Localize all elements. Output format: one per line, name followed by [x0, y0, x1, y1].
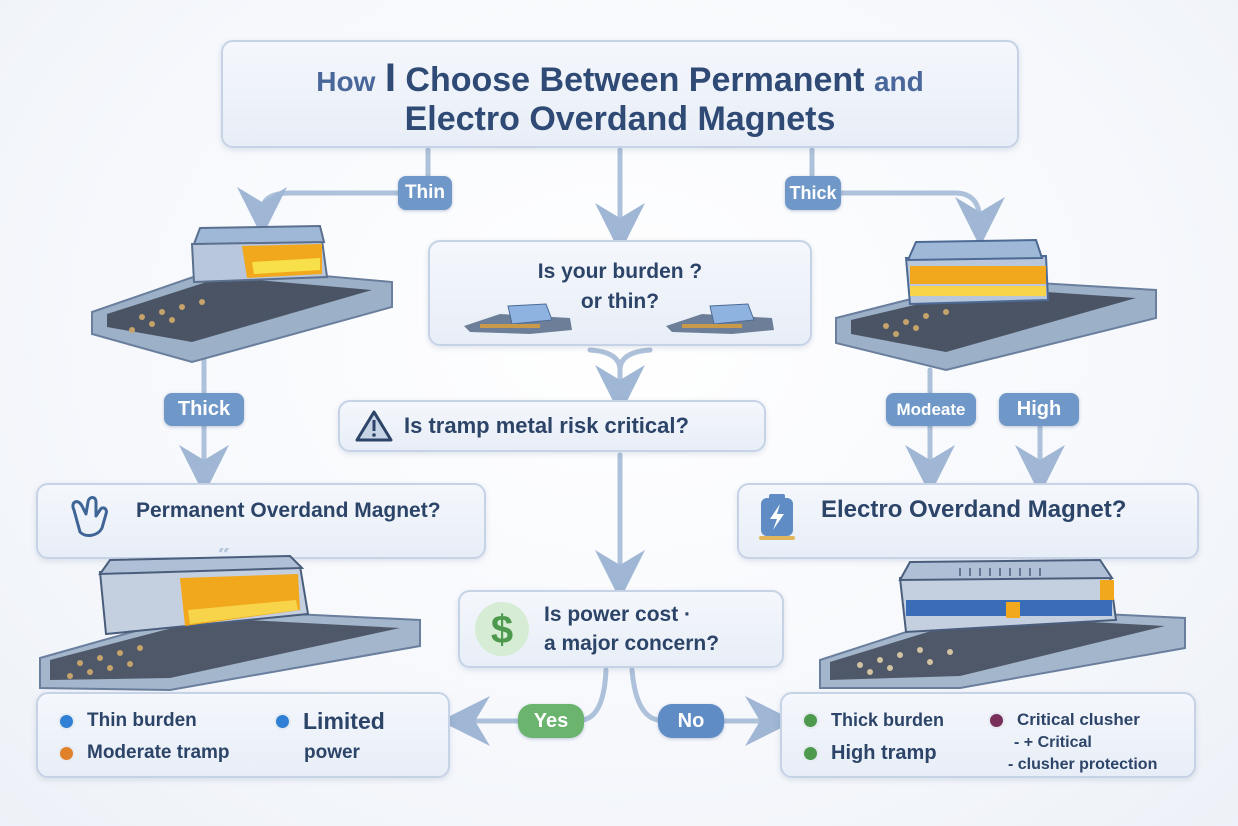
- branch-thin-pill: Thin: [398, 176, 452, 210]
- result-item-text: power: [304, 742, 360, 763]
- outcome-electro-box: Electro Overdand Magnet?: [737, 483, 1199, 559]
- outcome-permanent-label: Permanent Overdand Magnet?: [136, 499, 441, 522]
- bullet-dot-icon: [274, 713, 291, 730]
- result-item: Critical clusher: [988, 710, 1140, 730]
- result-item: High tramp: [802, 742, 937, 765]
- result-item-text: Moderate tramp: [87, 742, 230, 763]
- electro-magnet-illustration-bottom: [819, 558, 1186, 689]
- question-power-box: $ Is power cost · a major concern?: [458, 590, 784, 668]
- permanent-magnet-illustration-bottom: [39, 548, 421, 692]
- question-burden-line-2: or thin?: [580, 290, 660, 313]
- question-burden-box: Is your burden ? or thin?: [428, 240, 812, 346]
- result-item-text: High tramp: [831, 742, 937, 764]
- title-numeral: I: [384, 56, 396, 100]
- branch-moderate-pill: Modeate: [886, 393, 976, 426]
- question-power-line-2: a major concern?: [544, 632, 720, 655]
- result-item-text: Thin burden: [87, 710, 197, 731]
- warning-triangle-icon: [355, 410, 393, 442]
- bullet-dot-icon: [58, 744, 75, 762]
- branch-thick-left-pill: Thick: [164, 393, 244, 426]
- question-burden-line-1: Is your burden ?: [537, 260, 703, 283]
- question-tramp-box: Is tramp metal risk critical?: [338, 400, 766, 452]
- title-prefix: How: [316, 66, 376, 97]
- result-item-text: - + Critical: [1014, 734, 1092, 751]
- result-item-text: - clusher protection: [1008, 756, 1158, 773]
- branch-thick-top-pill: Thick: [785, 176, 841, 210]
- bullet-dot-icon: [988, 711, 1005, 729]
- result-item: Limited: [274, 708, 385, 735]
- result-item-text: Critical clusher: [1017, 710, 1140, 729]
- mini-conveyor-icon: [666, 303, 774, 334]
- bullet-dot-icon: [802, 745, 819, 762]
- title-box: How I Choose Between Permanent and Elect…: [221, 40, 1019, 148]
- result-item: - clusher protection: [1008, 756, 1157, 774]
- result-item: power: [304, 742, 360, 764]
- answer-no-pill: No: [658, 704, 724, 738]
- result-permanent-box: Thin burden Moderate tramp Limited power: [36, 692, 450, 778]
- bullet-dot-icon: [58, 712, 75, 730]
- bullet-dot-icon: [802, 712, 819, 729]
- result-item-text: Thick burden: [831, 710, 945, 730]
- answer-yes-pill: Yes: [518, 704, 584, 738]
- title-main: Choose Between Permanent: [405, 61, 865, 99]
- title-suffix: and: [873, 66, 924, 97]
- question-tramp-text: Is tramp metal risk critical?: [404, 413, 689, 438]
- outcome-electro-label: Electro Overdand Magnet?: [821, 496, 1127, 523]
- question-power-line-1: Is power cost ·: [544, 603, 692, 626]
- title-line-1: How I Choose Between Permanent and: [223, 56, 1017, 101]
- branch-high-pill: High: [999, 393, 1079, 426]
- lightning-battery-icon: [759, 494, 795, 540]
- electro-magnet-illustration-top: [835, 238, 1157, 372]
- result-item: Moderate tramp: [58, 742, 230, 764]
- title-line-2: Electro Overdand Magnets: [404, 100, 836, 138]
- permanent-magnet-illustration-top: [91, 224, 393, 364]
- mini-conveyor-icon: [464, 303, 572, 334]
- result-item: Thin burden: [58, 710, 197, 732]
- result-electro-box: Thick burden High tramp Critical clusher…: [780, 692, 1196, 778]
- result-item: Thick burden: [802, 710, 944, 731]
- outcome-permanent-box: Permanent Overdand Magnet?: [36, 483, 486, 559]
- dollar-icon: $: [475, 602, 529, 656]
- result-item: - + Critical: [1014, 734, 1092, 752]
- hand-pointer-icon: [71, 496, 108, 537]
- result-item-text: Limited: [303, 708, 385, 734]
- svg-text:$: $: [491, 608, 513, 652]
